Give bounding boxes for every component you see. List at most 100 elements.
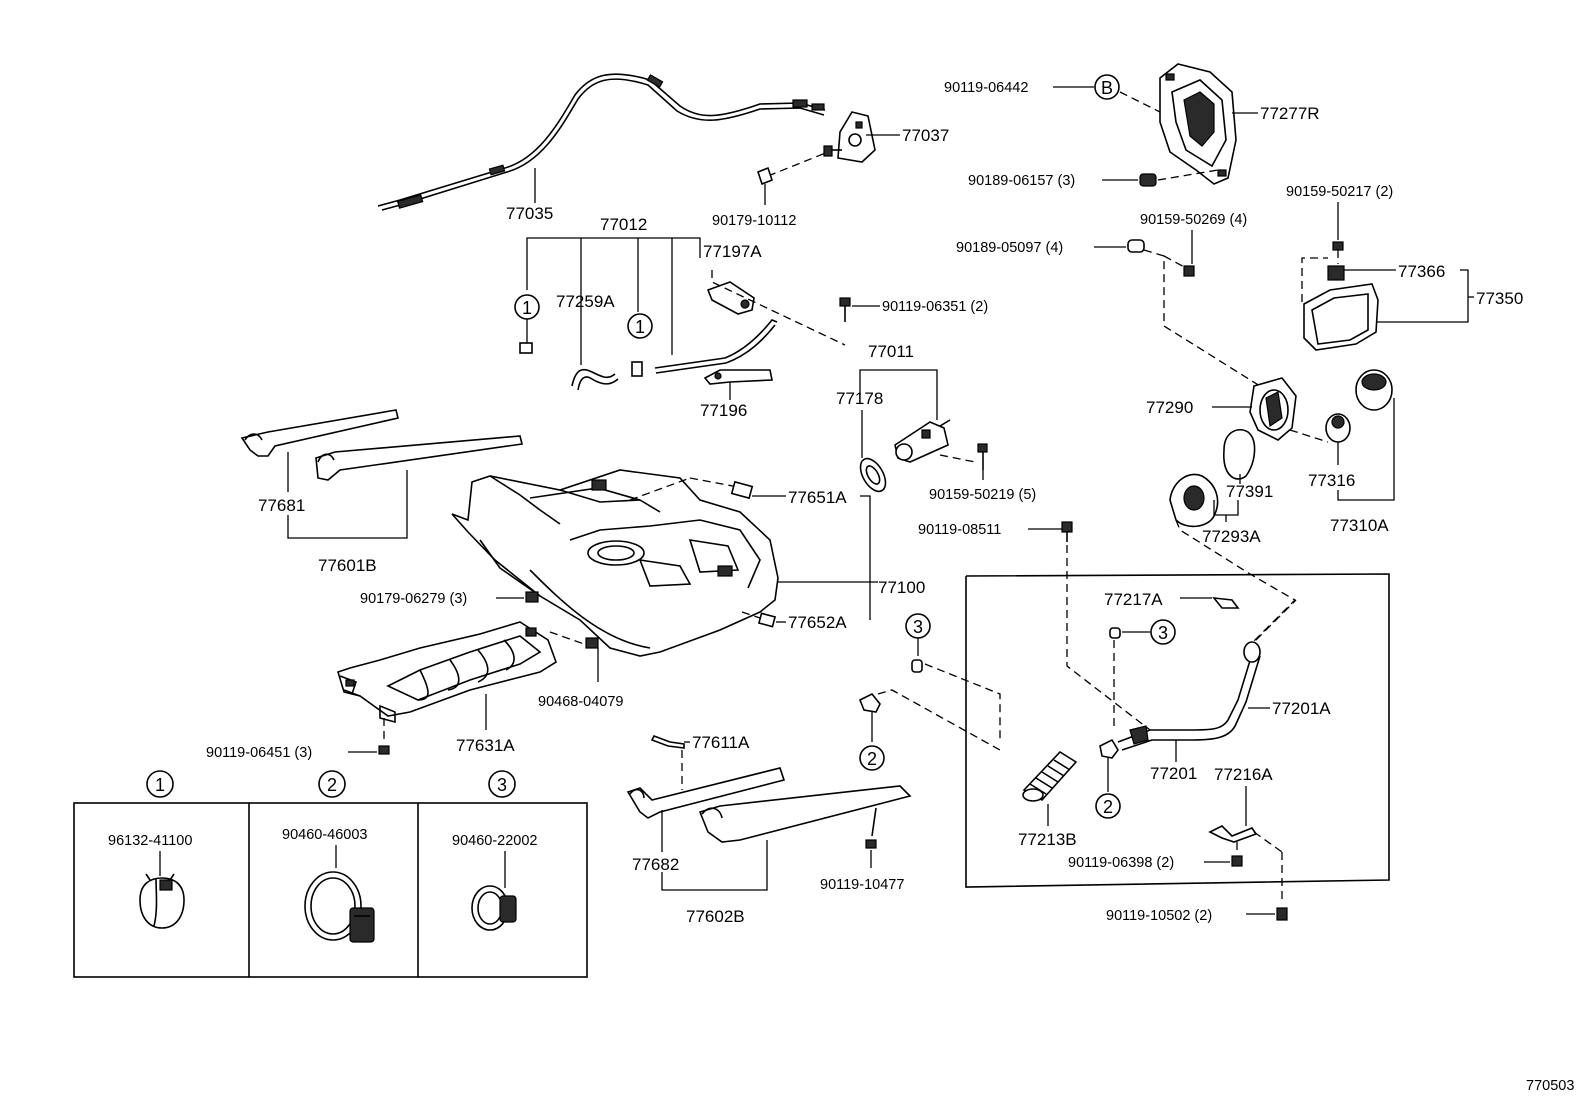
label-90179-10112: 90179-10112 — [712, 213, 796, 229]
label-77290: 77290 — [1146, 398, 1193, 417]
tank-strap-77601B — [315, 435, 523, 481]
label-77037: 77037 — [902, 126, 949, 145]
label-77310A: 77310A — [1330, 516, 1389, 535]
lock-actuator-77037 — [823, 111, 876, 163]
label-77201A: 77201A — [1272, 699, 1331, 718]
bolt-90119-06451 — [378, 745, 390, 755]
label-90119-06351: 90119-06351 (2) — [882, 299, 988, 315]
bolt-90119-06351 — [839, 297, 851, 322]
hose-clamp-90460-22002 — [471, 885, 517, 931]
label-90119-06451: 90119-06451 (3) — [206, 745, 312, 761]
label-77293A: 77293A — [1202, 527, 1261, 546]
legend-marker-1: 1 — [155, 775, 165, 795]
clip-90179-06279 — [525, 591, 539, 603]
label-77652A: 77652A — [788, 613, 847, 632]
hose-clamp-90460-46003 — [304, 871, 375, 943]
bolt-90119-10502 — [1276, 907, 1288, 921]
clip-90468-04079 — [585, 637, 599, 649]
cap-77316 — [1325, 413, 1351, 443]
label-77601B: 77601B — [318, 556, 377, 575]
vent-tube — [654, 319, 778, 369]
label-90119-08511: 90119-08511 — [918, 522, 1001, 538]
hose-77259A — [571, 368, 616, 387]
screw-90159-50269 — [1183, 265, 1195, 277]
protector-77293A — [1169, 473, 1219, 528]
bracket-77196 — [703, 369, 773, 385]
nut-90189-05097 — [1127, 239, 1145, 253]
screw-90159-50219 — [977, 443, 988, 470]
fuel-filler-housing-77277R — [1159, 63, 1237, 185]
label-77350: 77350 — [1476, 289, 1523, 308]
marker-1-a: 1 — [522, 298, 532, 318]
legend-part-3: 90460-22002 — [452, 833, 537, 849]
tank-strap-77681 — [240, 409, 399, 457]
bracket-77217A — [1212, 596, 1240, 609]
legend-part-1: 96132-41100 — [108, 833, 192, 849]
label-77012: 77012 — [600, 215, 647, 234]
diagram-id: 770503 — [1526, 1078, 1574, 1094]
grommet-90179-10112 — [757, 166, 773, 186]
heat-shield-77631A — [337, 621, 557, 724]
screw-90159-50217 — [1332, 241, 1344, 251]
clamp-marker-2-b — [1099, 738, 1119, 759]
label-90179-06279: 90179-06279 (3) — [360, 591, 467, 607]
fuel-lid-77350 — [1303, 283, 1379, 351]
label-90119-10502: 90119-10502 (2) — [1106, 908, 1212, 924]
filler-pipe-group-box — [965, 573, 1390, 888]
fuel-lid-cable-drawing — [377, 73, 826, 211]
pad-77651A — [730, 480, 754, 500]
label-77682: 77682 — [632, 855, 679, 874]
label-77391: 77391 — [1226, 482, 1273, 501]
nut-90189-06157 — [1139, 173, 1157, 187]
label-77178: 77178 — [836, 389, 883, 408]
gasket-77391 — [1223, 428, 1256, 480]
label-77602B: 77602B — [686, 907, 745, 926]
bolt-90119-08511 — [1061, 521, 1073, 542]
clip-96132-41100 — [139, 873, 185, 929]
label-90119-06398: 90119-06398 (2) — [1068, 855, 1174, 871]
marker-2-b: 2 — [1103, 797, 1113, 817]
clamp-marker-2-a — [858, 692, 881, 713]
marker-2-a: 2 — [867, 749, 877, 769]
label-77651A: 77651A — [788, 488, 847, 507]
legend-part-2: 90460-46003 — [282, 827, 367, 843]
clamp-marker-1-a — [519, 342, 533, 354]
bolt-90119-06398 — [1231, 855, 1243, 867]
label-77035: 77035 — [506, 204, 553, 223]
label-90119-10477: 90119-10477 — [820, 877, 904, 893]
hinge-77366 — [1327, 265, 1345, 281]
label-77316: 77316 — [1308, 471, 1355, 490]
label-77366: 77366 — [1398, 262, 1445, 281]
fuel-tank-77100 — [451, 469, 779, 657]
marker-b: B — [1101, 78, 1113, 98]
label-90468-04079: 90468-04079 — [538, 694, 623, 710]
tank-strap-77602B — [698, 785, 912, 843]
label-77216A: 77216A — [1214, 765, 1273, 784]
marker-3-b: 3 — [1158, 623, 1168, 643]
marker-1-b: 1 — [635, 317, 645, 337]
label-77100: 77100 — [878, 578, 925, 597]
label-77277R: 77277R — [1260, 104, 1320, 123]
label-77011: 77011 — [868, 342, 914, 361]
label-77631A: 77631A — [456, 736, 515, 755]
label-90159-50217: 90159-50217 (2) — [1286, 184, 1393, 200]
label-77213B: 77213B — [1018, 830, 1077, 849]
hose-77213B — [1022, 750, 1078, 802]
fuel-sender-77011 — [894, 419, 951, 463]
label-77196: 77196 — [700, 401, 747, 420]
label-90159-50219: 90159-50219 (5) — [929, 487, 1036, 503]
label-77217A: 77217A — [1104, 590, 1163, 609]
label-90189-06157: 90189-06157 (3) — [968, 173, 1075, 189]
filler-pipe-77201A — [1117, 641, 1261, 751]
bracket-77216A — [1208, 825, 1258, 843]
label-77611A: 77611A — [692, 733, 750, 752]
label-77201: 77201 — [1150, 764, 1197, 783]
clamp-marker-3-b — [1109, 627, 1121, 639]
label-77259A: 77259A — [556, 292, 615, 311]
bolt-90119-10477 — [865, 807, 877, 849]
label-90119-06442: 90119-06442 — [944, 80, 1028, 96]
filler-inlet-77290 — [1249, 377, 1297, 441]
legend-marker-3: 3 — [497, 775, 507, 795]
label-77197A: 77197A — [703, 242, 762, 261]
